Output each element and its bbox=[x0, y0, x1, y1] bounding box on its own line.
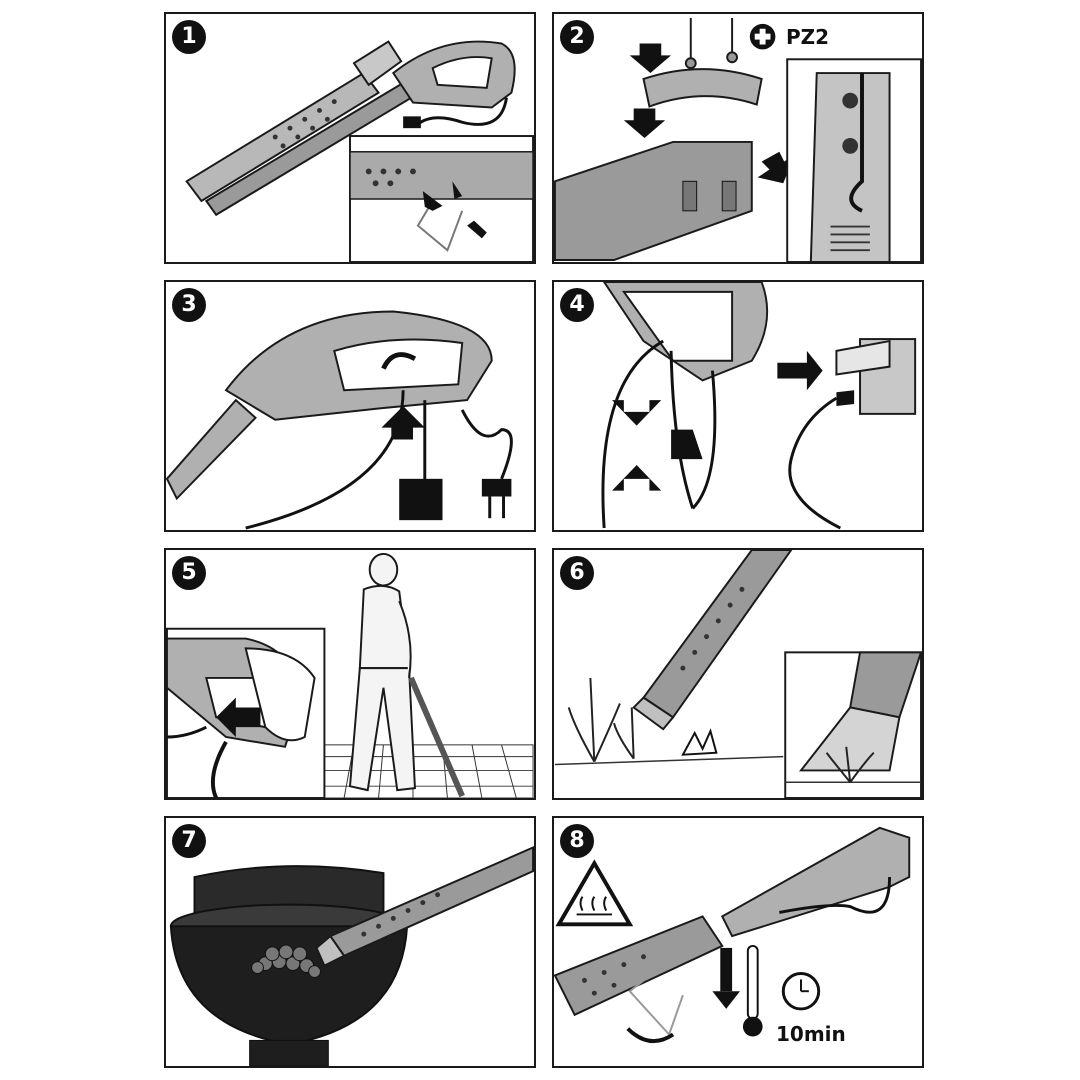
arrow-icon bbox=[623, 108, 666, 138]
cover-assembly-illustration bbox=[554, 14, 922, 262]
cover-part bbox=[642, 68, 763, 108]
cool-down-illustration bbox=[554, 818, 922, 1066]
trigger-inset bbox=[166, 627, 326, 798]
screwdriver-type-label: PZ2 bbox=[786, 25, 830, 49]
plug-in-illustration bbox=[554, 282, 922, 530]
flame-icon bbox=[681, 728, 718, 756]
arrow-icon bbox=[422, 191, 443, 211]
step-4-panel: 4 bbox=[552, 280, 924, 532]
plug-icon bbox=[836, 390, 855, 406]
socket-icon bbox=[399, 478, 443, 521]
step-number: 5 bbox=[172, 556, 206, 590]
step-number: 8 bbox=[560, 824, 594, 858]
step-2-panel: 2 PZ2 bbox=[552, 12, 924, 264]
step-number: 6 bbox=[560, 556, 594, 590]
nozzle-inset bbox=[784, 651, 922, 798]
tube-part bbox=[166, 398, 257, 501]
person-figure bbox=[348, 552, 416, 792]
power-cord bbox=[416, 97, 508, 126]
temperature-down-icon bbox=[712, 944, 763, 1037]
arrow-icon bbox=[612, 465, 662, 491]
arrow-icon bbox=[777, 350, 823, 391]
step-number: 4 bbox=[560, 288, 594, 322]
duration-label: 10min bbox=[776, 1022, 846, 1046]
arrow-icon bbox=[612, 400, 662, 426]
arrow-icon bbox=[452, 181, 463, 200]
weed-plant bbox=[567, 677, 635, 763]
step-7-panel: 7 bbox=[164, 816, 536, 1068]
cord-connector bbox=[671, 429, 703, 460]
rotate-arrow-icon bbox=[381, 352, 417, 370]
weed-burning-illustration bbox=[554, 550, 922, 798]
step-number: 1 bbox=[172, 20, 206, 54]
step-1-panel: 1 bbox=[164, 12, 536, 264]
arrow-icon bbox=[629, 43, 672, 74]
tool-overview-illustration bbox=[166, 14, 534, 262]
rotate-arrow-icon bbox=[626, 1027, 675, 1044]
step-number: 3 bbox=[172, 288, 206, 322]
plug-icon bbox=[403, 116, 421, 129]
step-8-panel: 8 10min bbox=[552, 816, 924, 1068]
charcoal-pile bbox=[251, 944, 321, 978]
step-3-panel: 3 bbox=[164, 280, 536, 532]
clock-icon bbox=[781, 972, 821, 1011]
step-number: 7 bbox=[172, 824, 206, 858]
hot-surface-warning-icon bbox=[555, 859, 634, 927]
step-6-panel: 6 bbox=[552, 548, 924, 800]
stand-part bbox=[628, 964, 684, 1037]
tool-in-use bbox=[408, 676, 465, 798]
tube-part bbox=[554, 140, 753, 262]
plug-icon bbox=[481, 478, 512, 497]
ground-line bbox=[554, 755, 784, 766]
arrow-icon bbox=[467, 220, 487, 239]
step-5-panel: 5 bbox=[164, 548, 536, 800]
arrow-icon bbox=[381, 406, 425, 440]
fire-starter-tool bbox=[185, 40, 516, 217]
cord-connection-illustration bbox=[166, 282, 534, 530]
charcoal-lighting-illustration bbox=[166, 818, 534, 1066]
arrow-icon bbox=[216, 697, 261, 737]
arrow-icon bbox=[757, 151, 796, 184]
power-cord bbox=[779, 877, 892, 914]
stand-inset bbox=[349, 135, 534, 262]
screw-detail-inset bbox=[786, 58, 922, 262]
operating-illustration bbox=[166, 550, 534, 798]
step-number: 2 bbox=[560, 20, 594, 54]
screw-icon bbox=[684, 17, 738, 70]
power-cord bbox=[601, 339, 664, 529]
